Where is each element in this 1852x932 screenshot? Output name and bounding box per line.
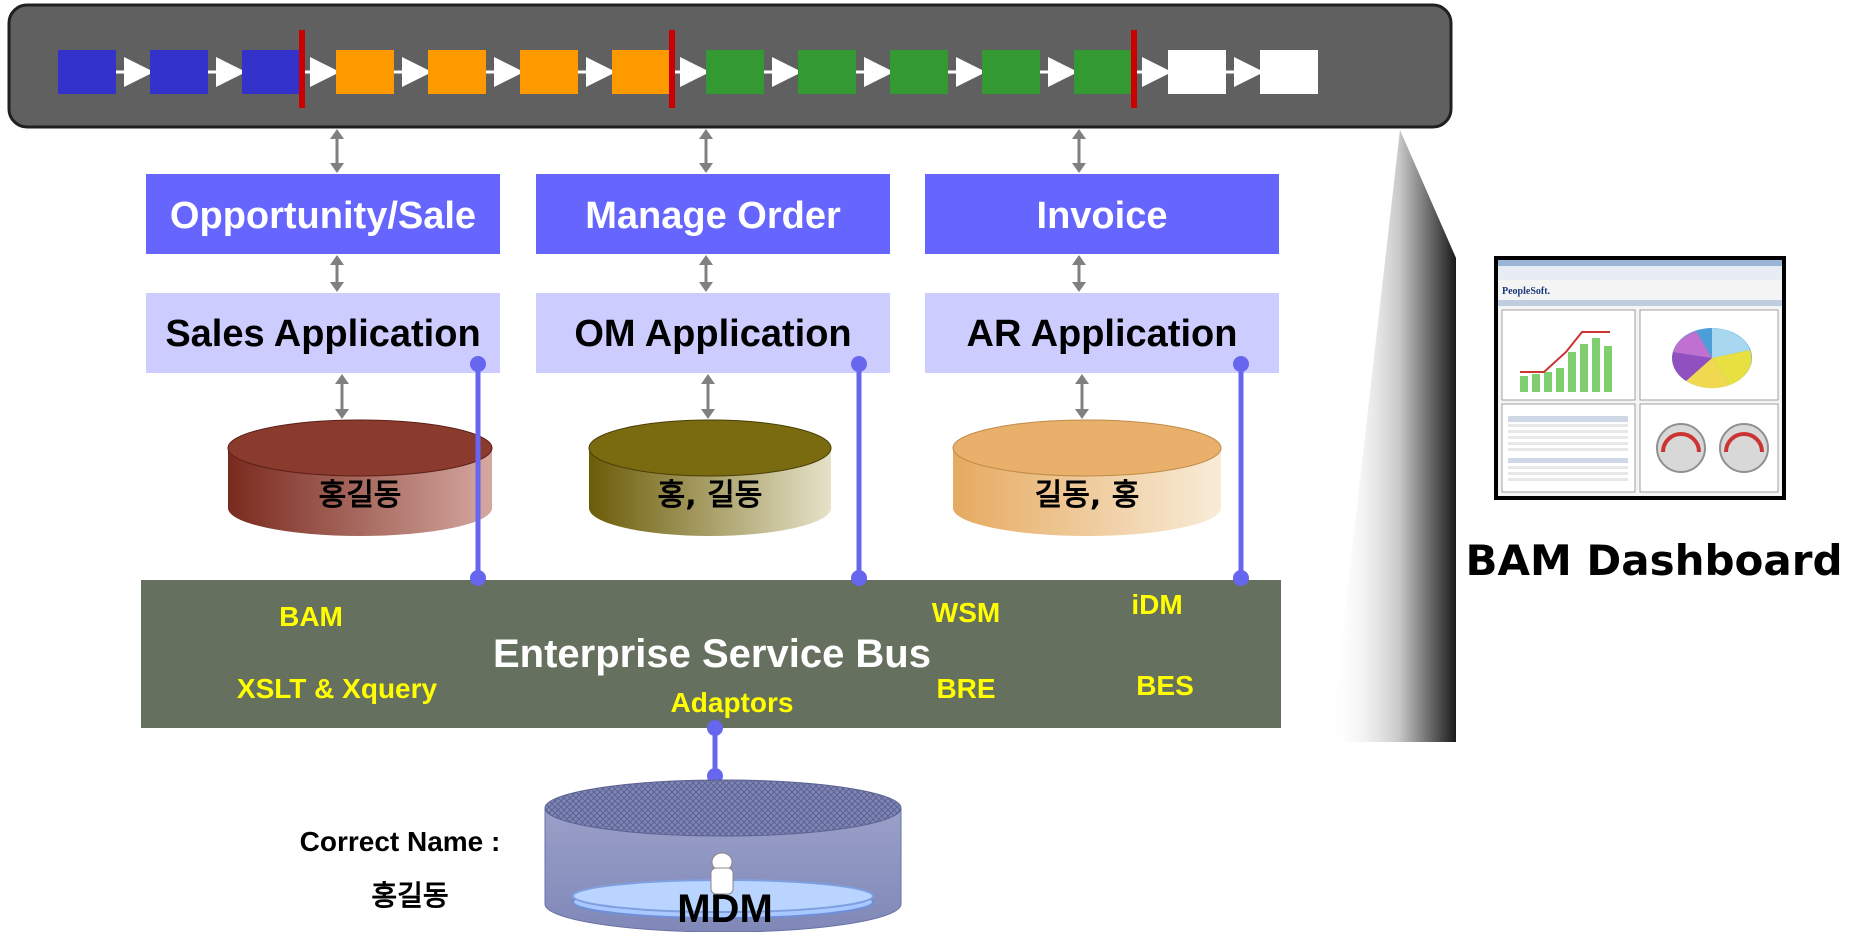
flow-step: [1168, 50, 1226, 94]
database-label-om: 홍, 길동: [658, 478, 763, 513]
app-esb-connectors: [470, 356, 1249, 784]
database-om: 홍, 길동: [588, 419, 832, 536]
correct-name-value: 홍길동: [371, 879, 449, 912]
esb-component-idm: iDM: [1131, 589, 1182, 620]
flow-step: [242, 50, 300, 94]
flow-step: [706, 50, 764, 94]
double-arrow: [1072, 255, 1086, 292]
database-label-ar: 길동, 홍: [1035, 478, 1140, 513]
process-label-opportunity: Opportunity/Sale: [170, 195, 476, 237]
process-box-invoice: Invoice: [925, 174, 1279, 254]
database-ar: 길동, 홍: [952, 419, 1222, 536]
double-arrow: [699, 255, 713, 292]
flow-step: [520, 50, 578, 94]
esb-bar: [141, 580, 1281, 728]
double-arrow: [1072, 129, 1086, 173]
app-label-om: OM Application: [574, 313, 851, 355]
database-sales: 홍길동: [227, 419, 493, 536]
dashboard-gauges: [1656, 423, 1769, 473]
chef-icon: [710, 852, 734, 895]
double-arrow: [699, 129, 713, 173]
flow-step: [1260, 50, 1318, 94]
database-label-sales: 홍길동: [319, 478, 402, 513]
bam-dashboard-screenshot: PeopleSoft.: [1494, 256, 1786, 500]
process-label-manage-order: Manage Order: [585, 195, 841, 237]
correct-name-label: Correct Name :: [299, 826, 501, 857]
process-flow-steps: [58, 30, 1318, 108]
esb-component-bre: BRE: [936, 673, 995, 704]
flow-step: [336, 50, 394, 94]
esb-component-adaptors: Adaptors: [671, 687, 794, 718]
process-box-manage-order: Manage Order: [536, 174, 890, 254]
double-arrow: [330, 129, 344, 173]
esb-component-bam: BAM: [279, 601, 343, 632]
app-label-sales: Sales Application: [165, 313, 480, 355]
app-label-ar: AR Application: [967, 313, 1238, 355]
process-label-invoice: Invoice: [1037, 195, 1168, 237]
esb-component-wsm: WSM: [932, 597, 1000, 628]
dashboard-beam: [1330, 130, 1456, 742]
double-arrow: [1075, 374, 1089, 419]
flow-step: [428, 50, 486, 94]
double-arrow: [701, 374, 715, 419]
bam-dashboard-label: BAM Dashboard: [1465, 536, 1843, 585]
dashboard-pie-chart: [1672, 328, 1752, 389]
flow-step: [58, 50, 116, 94]
dashboard-brand: PeopleSoft.: [1502, 286, 1551, 297]
esb-component-bes: BES: [1136, 670, 1194, 701]
flow-step: [1074, 50, 1132, 94]
esb-title: Enterprise Service Bus: [493, 632, 931, 676]
dashboard-table: [1508, 416, 1628, 481]
esb-component-xslt: XSLT & Xquery: [237, 673, 438, 704]
app-box-ar: AR Application: [925, 293, 1279, 373]
flow-step: [798, 50, 856, 94]
flow-step: [982, 50, 1040, 94]
double-arrow: [335, 374, 349, 419]
double-arrow: [330, 255, 344, 292]
mdm-label: MDM: [677, 887, 773, 931]
dashboard-bar-chart: [1520, 331, 1612, 392]
flow-step: [890, 50, 948, 94]
flow-step: [612, 50, 670, 94]
app-box-om: OM Application: [536, 293, 890, 373]
process-box-opportunity: Opportunity/Sale: [146, 174, 500, 254]
flow-step: [150, 50, 208, 94]
mdm-database: MDM: [544, 779, 902, 932]
app-box-sales: Sales Application: [146, 293, 500, 373]
connectors: [330, 129, 1089, 419]
